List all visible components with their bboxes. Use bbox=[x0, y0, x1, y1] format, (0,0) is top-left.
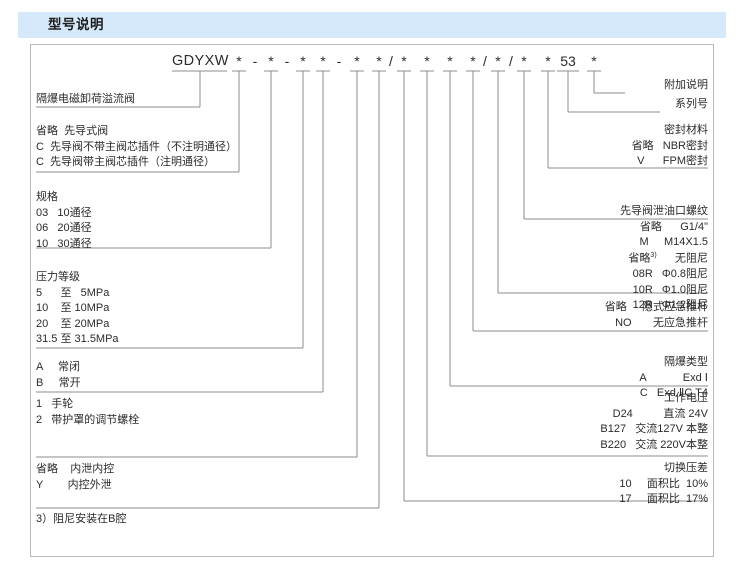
code-token: * bbox=[376, 53, 382, 69]
label-line: 隔爆类型 bbox=[664, 356, 708, 368]
label-group-drain-control: 省略 内泄内控 Y 内控外泄 bbox=[36, 462, 114, 493]
label-group-size-spec: 规格 03 10通径 06 20通径 10 30通径 bbox=[36, 190, 92, 252]
label-line: 10 至 10MPa bbox=[36, 302, 110, 314]
label-group-explosion-proof-type: 隔爆类型 A Exd Ⅰ C Exd ⅡC T4 bbox=[639, 355, 708, 402]
label-line: 规格 bbox=[36, 191, 58, 203]
code-token: - bbox=[252, 53, 258, 69]
code-token: * bbox=[300, 53, 306, 69]
code-token: * bbox=[354, 53, 360, 69]
label-line: 10 面积比 10% bbox=[619, 477, 708, 490]
label-line: 切换压差 bbox=[664, 462, 708, 474]
code-token: - bbox=[336, 53, 342, 69]
label-group-switch-pressure-diff: 切换压差 10 面积比 10% 17 面积比 17% bbox=[619, 461, 708, 508]
label-line: 省略 隐式应急推杆 bbox=[604, 301, 708, 313]
label-line: 12R Φ1.2阻尼 bbox=[632, 299, 708, 312]
page-title: 型号说明 bbox=[48, 17, 104, 32]
label-line: 03 10通径 bbox=[36, 206, 92, 219]
label-group-damping: 省略3) 无阻尼 08R Φ0.8阻尼 10R Φ1.0阻尼 12R Φ1.2阻尼 bbox=[628, 248, 708, 314]
code-token: * bbox=[236, 53, 242, 69]
label-line: A Exd Ⅰ bbox=[639, 371, 708, 384]
label-line: 08R Φ0.8阻尼 bbox=[632, 268, 708, 281]
label-line: 10R Φ1.0阻尼 bbox=[632, 283, 708, 296]
code-token: 53 bbox=[560, 53, 576, 69]
label-line: 2 带护罩的调节螺栓 bbox=[36, 413, 140, 426]
code-token: / bbox=[483, 53, 487, 69]
label-line: 系列号 bbox=[675, 98, 708, 110]
label-line: 先导阀泄油口螺纹 bbox=[620, 205, 708, 217]
label-line: 5 至 5MPa bbox=[36, 286, 110, 299]
code-token: * bbox=[401, 53, 407, 69]
footnote: 3）阻尼安装在B腔 bbox=[36, 512, 126, 528]
label-line: 31.5 至 31.5MPa bbox=[36, 333, 119, 345]
label-group-seal-material: 密封材料省略 NBR密封 V FPM密封 bbox=[632, 123, 708, 170]
code-token: * bbox=[545, 53, 551, 69]
label-line: C 先导阀带主阀芯插件（注明通径） bbox=[36, 156, 216, 168]
label-line: 附加说明 bbox=[664, 79, 708, 91]
label-line: 省略 G1/4" bbox=[639, 220, 708, 233]
label-line: 工作电压 bbox=[664, 392, 708, 404]
code-token: * bbox=[447, 53, 453, 69]
label-line: B127 交流127V 本整 bbox=[600, 423, 708, 435]
code-token: * bbox=[591, 53, 597, 69]
label-line: 10 30通径 bbox=[36, 237, 92, 250]
label-line: 20 至 20MPa bbox=[36, 317, 110, 330]
label-line: C 先导阀不带主阀芯插件（不注明通径） bbox=[36, 140, 238, 153]
label-line: 省略 先导式阀 bbox=[36, 125, 109, 137]
code-token: / bbox=[389, 53, 393, 69]
section-header-band bbox=[18, 12, 726, 38]
label-group-emergency-rod: 省略 隐式应急推杆 NO 无应急推杆 bbox=[605, 300, 708, 331]
label-line: 隔爆电磁卸荷溢流阀 bbox=[36, 93, 135, 105]
code-token: / bbox=[509, 53, 513, 69]
label-group-pilot-type: 省略 先导式阀 C 先导阀不带主阀芯插件（不注明通径） C 先导阀带主阀芯插件（注明… bbox=[36, 124, 237, 171]
label-line: 省略 内泄内控 bbox=[36, 463, 115, 475]
label-line: 省略3) 无阻尼 bbox=[628, 252, 708, 265]
label-group-product-name: 隔爆电磁卸荷溢流阀 bbox=[36, 92, 135, 108]
label-line: M M14X1.5 bbox=[639, 236, 708, 248]
label-line: C Exd ⅡC T4 bbox=[639, 387, 708, 399]
label-line: 密封材料 bbox=[664, 124, 708, 136]
code-token: * bbox=[470, 53, 476, 69]
label-group-adjust-type: 1 手轮 2 带护罩的调节螺栓 bbox=[36, 397, 139, 428]
label-group-series-number: 系列号 bbox=[675, 97, 708, 113]
diagram-frame bbox=[30, 44, 714, 557]
code-token: * bbox=[521, 53, 527, 69]
label-line: D24 直流 24V bbox=[612, 407, 708, 420]
label-group-pressure-rating: 压力等级 5 至 5MPa 10 至 10MPa 20 至 20MPa 31.5 至 3… bbox=[36, 270, 119, 348]
label-line: NO 无应急推杆 bbox=[615, 316, 708, 329]
code-token: * bbox=[424, 53, 430, 69]
label-line: 06 20通径 bbox=[36, 222, 92, 234]
label-line: 省略 NBR密封 bbox=[631, 139, 708, 152]
label-group-normal-state: A 常闭 B 常开 bbox=[36, 360, 81, 391]
code-token: * bbox=[495, 53, 501, 69]
label-line: B220 交流 220V本整 bbox=[600, 438, 708, 451]
label-group-working-voltage: 工作电压 D24 直流 24V B127 交流127V 本整 B220 交流 220V… bbox=[600, 391, 708, 453]
code-token: * bbox=[320, 53, 326, 69]
label-line: V FPM密封 bbox=[637, 155, 708, 167]
label-line: Y 内控外泄 bbox=[36, 478, 112, 491]
label-line: 17 面积比 17% bbox=[619, 493, 708, 505]
code-token: - bbox=[284, 53, 290, 69]
label-line: 1 手轮 bbox=[36, 398, 74, 410]
model-code-prefix: GDYXW bbox=[172, 53, 229, 69]
label-line: 压力等级 bbox=[36, 271, 80, 283]
label-line: B 常开 bbox=[36, 376, 81, 389]
code-token: * bbox=[268, 53, 274, 69]
label-group-extra-note: 附加说明 bbox=[664, 78, 708, 94]
label-line: A 常闭 bbox=[36, 361, 81, 373]
footnote-text: 3）阻尼安装在B腔 bbox=[36, 513, 127, 525]
label-group-pilot-drain-thread: 先导阀泄油口螺纹省略 G1/4" M M14X1.5 bbox=[620, 204, 708, 251]
